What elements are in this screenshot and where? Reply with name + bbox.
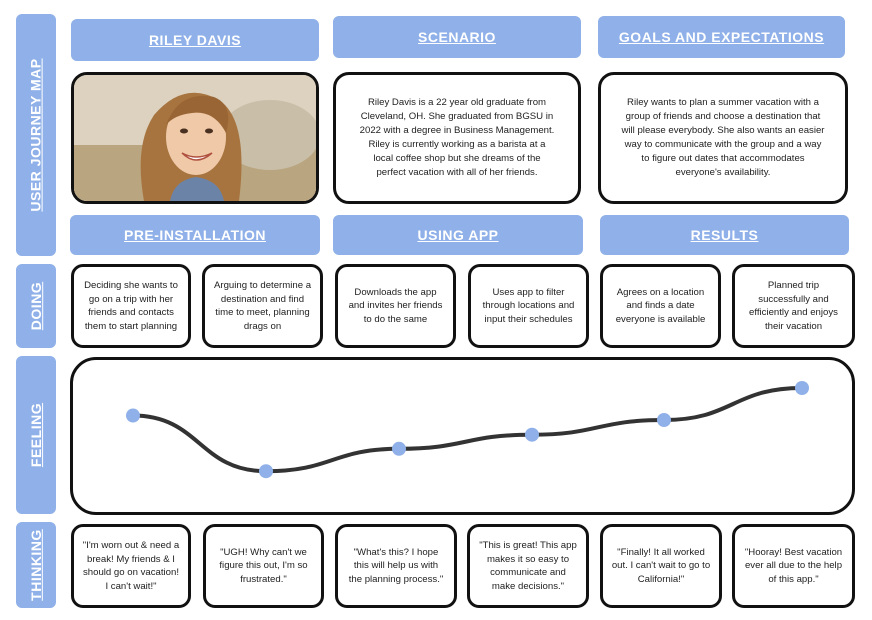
doing-step-5: Agrees on a location and finds a date ev… <box>600 264 721 348</box>
feeling-point-5 <box>657 413 671 427</box>
feeling-point-6 <box>795 381 809 395</box>
thinking-step-4: "This is great! This app makes it so eas… <box>467 524 589 608</box>
header-pre-installation: PRE-INSTALLATION <box>70 215 320 255</box>
side-label-feeling: FEELING <box>16 356 56 514</box>
side-label-feeling-text: FEELING <box>28 402 45 468</box>
feeling-point-3 <box>392 441 406 456</box>
side-label-thinking-text: THINKING <box>28 529 45 601</box>
doing-step-6-text: Planned trip successfully and efficientl… <box>749 280 838 332</box>
header-goals: GOALS AND EXPECTATIONS <box>598 16 845 58</box>
goals-box: Riley wants to plan a summer vacation wi… <box>598 72 848 204</box>
doing-step-4: Uses app to filter through locations and… <box>468 264 589 348</box>
feeling-curve-chart <box>126 381 809 479</box>
thinking-step-1-text: "I'm worn out & need a break! My friends… <box>82 540 180 592</box>
feeling-line <box>131 386 804 474</box>
feeling-point-2 <box>259 464 273 479</box>
thinking-step-6-text: "Hooray! Best vacation ever all due to t… <box>744 546 843 585</box>
header-using-app: USING APP <box>333 215 583 255</box>
doing-step-1: Deciding she wants to go on a trip with … <box>71 264 191 348</box>
header-results: RESULTS <box>600 215 849 255</box>
thinking-step-2: "UGH! Why can't we figure this out, I'm … <box>203 524 324 608</box>
scenario-box: Riley Davis is a 22 year old graduate fr… <box>333 72 581 204</box>
thinking-step-3-text: "What's this? I hope this will help us w… <box>348 546 444 585</box>
doing-step-3: Downloads the app and invites her friend… <box>335 264 456 348</box>
side-label-thinking: THINKING <box>16 522 56 608</box>
doing-step-3-text: Downloads the app and invites her friend… <box>348 286 443 325</box>
doing-step-4-text: Uses app to filter through locations and… <box>482 286 575 325</box>
thinking-step-6: "Hooray! Best vacation ever all due to t… <box>732 524 855 608</box>
feeling-panel <box>70 357 855 515</box>
side-label-doing: DOING <box>16 264 56 348</box>
doing-step-6: Planned trip successfully and efficientl… <box>732 264 855 348</box>
goals-text: Riley wants to plan a summer vacation wi… <box>621 97 825 178</box>
thinking-step-2-text: "UGH! Why can't we figure this out, I'm … <box>219 546 308 585</box>
thinking-step-5: "Finally! It all worked out. I can't wai… <box>600 524 722 608</box>
doing-step-2-text: Arguing to determine a destination and f… <box>213 280 312 332</box>
side-label-journey-text: USER JOURNEY MAP <box>28 58 44 212</box>
side-label-journey: USER JOURNEY MAP <box>16 14 56 256</box>
header-scenario: SCENARIO <box>333 16 581 58</box>
feeling-point-4 <box>525 427 539 442</box>
thinking-step-1: "I'm worn out & need a break! My friends… <box>71 524 191 608</box>
scenario-text: Riley Davis is a 22 year old graduate fr… <box>359 97 555 178</box>
persona-photo <box>71 72 319 204</box>
feeling-point-1 <box>126 408 140 423</box>
thinking-step-5-text: "Finally! It all worked out. I can't wai… <box>611 546 711 585</box>
doing-step-1-text: Deciding she wants to go on a trip with … <box>84 280 178 332</box>
doing-step-5-text: Agrees on a location and finds a date ev… <box>615 286 706 325</box>
doing-step-2: Arguing to determine a destination and f… <box>202 264 323 348</box>
side-label-doing-text: DOING <box>28 281 45 331</box>
thinking-step-3: "What's this? I hope this will help us w… <box>335 524 457 608</box>
persona-portrait-icon <box>74 75 316 201</box>
thinking-step-4-text: "This is great! This app makes it so eas… <box>479 540 577 592</box>
header-persona: RILEY DAVIS <box>71 19 319 61</box>
